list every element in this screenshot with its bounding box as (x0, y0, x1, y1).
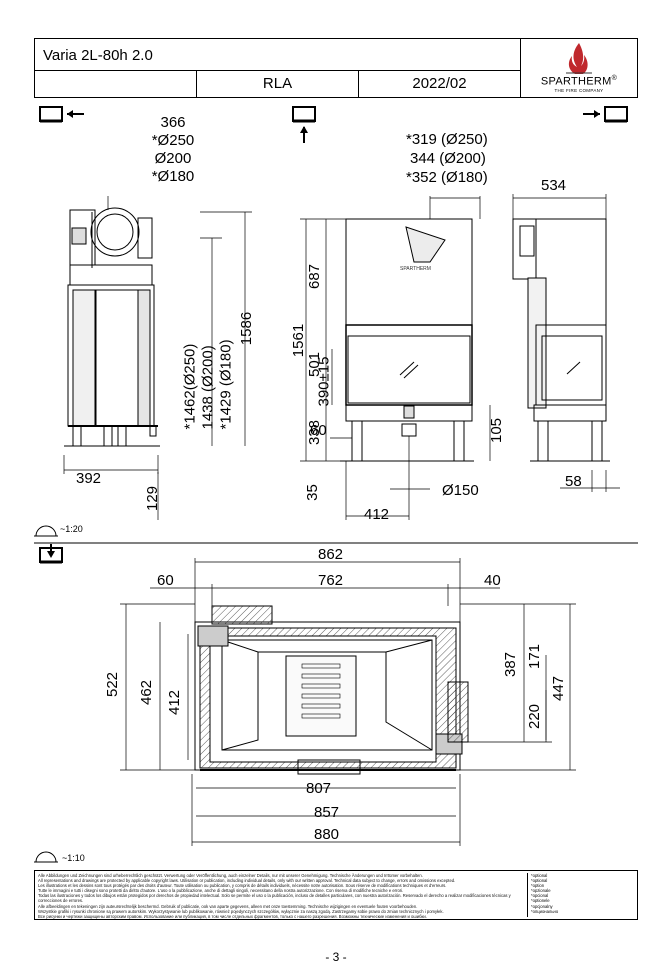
view-left-arrow-icon (39, 106, 84, 123)
dim-390: 390±15 (315, 356, 333, 407)
legal-line-en: All representations and drawings are pro… (38, 878, 456, 884)
dim-35: 35 (303, 484, 321, 501)
dim-1429: *1429 (Ø180) (217, 339, 235, 430)
revision-date: 2022/02 (359, 71, 521, 97)
brand-tagline: THE FIRE COMPANY (554, 88, 604, 93)
scale-top-label: ~1:10 (62, 853, 85, 863)
optional-ru: *опционально (531, 908, 559, 914)
dim-462: 462 (138, 679, 156, 706)
svg-text:SPARTHERM: SPARTHERM (400, 266, 431, 272)
model-name: Varia 2L-80h 2.0 (35, 39, 521, 71)
legal-notice-box: Alle Abbildungen und Zeichnungen sind ur… (34, 870, 638, 920)
dim-534: 534 (541, 177, 567, 194)
scale-front-label: ~1:20 (60, 524, 83, 534)
top-view (194, 605, 469, 775)
front-view (340, 218, 474, 462)
dim-129: 129 (144, 485, 162, 512)
dim-412-front: 412 (364, 506, 390, 523)
title-block-empty-cell (35, 71, 197, 97)
dim-687: 687 (306, 263, 324, 290)
dim-366: 366 (160, 114, 186, 131)
dim-807: 807 (306, 780, 332, 797)
side-view (64, 207, 160, 447)
dim-58: 58 (565, 473, 582, 490)
dim-air-150: Ø150 (442, 482, 479, 499)
top-view-dimensions (120, 558, 576, 846)
optional-fr: *option (531, 883, 545, 889)
side-view-flue-heights: 366 *Ø250 Ø200 *Ø180 (143, 114, 203, 186)
variant-label: RLA (197, 71, 359, 97)
dim-flue-250: *Ø250 (151, 132, 195, 149)
dim-1586: 1586 (238, 311, 256, 346)
legal-text: Alle Abbildungen und Zeichnungen sind ur… (38, 873, 524, 919)
dim-392: 392 (76, 470, 102, 487)
right-view-dimensions (512, 194, 620, 492)
dim-1561: 1561 (290, 323, 308, 358)
dim-522: 522 (104, 671, 122, 698)
front-view-logo-mark: SPARTHERM (400, 266, 431, 272)
front-view-dimensions (300, 196, 491, 520)
legal-line-es: Todas las ilustraciones y todos los dibu… (38, 893, 511, 904)
dim-60-top: 60 (157, 572, 174, 589)
right-side-view (512, 218, 610, 462)
legal-line-it: Tutte le immagini e tutti i disegni sono… (38, 888, 404, 894)
title-block: Varia 2L-80h 2.0 RLA 2022/02 SPARTHERM® … (34, 38, 638, 98)
dim-105: 105 (488, 417, 506, 444)
dim-171: 171 (526, 643, 544, 670)
legal-line-fr: Les illustrations et les dessins sont to… (38, 883, 447, 889)
dim-40: 40 (484, 572, 501, 589)
flame-logo-icon (566, 43, 592, 74)
legal-line-nl: Alle afbeeldingen en tekeningen zijn aut… (38, 903, 418, 909)
dim-387: 387 (502, 651, 520, 678)
dim-1462: *1462(Ø250) (181, 343, 199, 430)
dim-344: 344 (Ø200) (410, 150, 486, 167)
view-right-arrow-icon (583, 106, 628, 123)
dim-352: *352 (Ø180) (406, 169, 488, 186)
dim-flue-180: *Ø180 (151, 168, 195, 185)
dim-857: 857 (314, 804, 340, 821)
dim-60-front: 60 (310, 422, 327, 439)
scale-icon (34, 525, 58, 863)
dim-447: 447 (550, 675, 568, 702)
optional-it: *opzionale (531, 888, 551, 894)
front-view-flue-offsets: *319 (Ø250) 344 (Ø200) *352 (Ø180) (406, 130, 488, 187)
optional-de: *optional (531, 873, 548, 878)
dim-862: 862 (318, 546, 344, 563)
brand-name: SPARTHERM® (540, 75, 618, 88)
dim-880: 880 (314, 826, 340, 843)
legal-line-ru: Все рисунки и чертежи защищены авторским… (38, 913, 427, 919)
legal-line-de: Alle Abbildungen und Zeichnungen sind ur… (38, 873, 423, 878)
dim-220: 220 (526, 703, 544, 730)
dim-319: *319 (Ø250) (406, 131, 488, 148)
dim-1438: 1438 (Ø200) (199, 345, 217, 430)
optional-nl: *optionele (531, 898, 550, 904)
dim-flue-200: Ø200 (154, 150, 192, 167)
dim-762: 762 (318, 572, 344, 589)
optional-legend: *optional *optional *option *opzionale *… (527, 873, 631, 917)
dim-412-top: 412 (166, 689, 184, 716)
side-view-dimensions (63, 196, 252, 520)
optional-pl: *opcjonalny (531, 903, 553, 909)
optional-es: *opcional (531, 893, 549, 899)
view-front-arrow-icon (292, 106, 316, 143)
side-view-height-labels: *1462(Ø250) 1438 (Ø200) *1429 (Ø180) (155, 286, 235, 436)
spartherm-logo: SPARTHERM® THE FIRE COMPANY (521, 39, 637, 97)
page-number: - 3 - (325, 950, 347, 964)
optional-en: *optional (531, 878, 548, 884)
view-top-arrow-icon (39, 544, 63, 564)
legal-line-pl: Wszystkie grafiki i rysunki chronione są… (38, 908, 444, 914)
